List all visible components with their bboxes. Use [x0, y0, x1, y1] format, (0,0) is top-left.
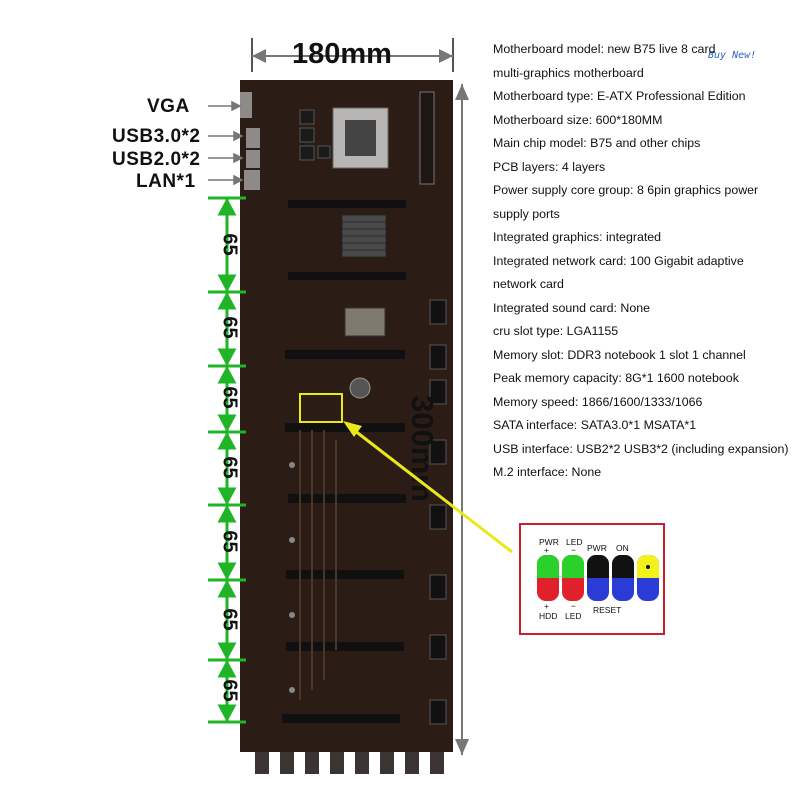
pin-label-on: ON: [616, 543, 629, 553]
spec-line: Integrated graphics: integrated: [493, 230, 662, 244]
memory-slot: [419, 91, 435, 185]
spec-line: Main chip model: B75 and other chips: [493, 136, 701, 150]
pcie-slots: [282, 200, 406, 723]
lan-label: LAN*1: [136, 171, 196, 192]
front-panel-inset: PWR LED PWR ON + − + − HDD LED RESET: [519, 523, 665, 635]
spec-line: supply ports: [493, 206, 560, 221]
spec-line: Motherboard type: E-ATX Professional Edi…: [493, 89, 746, 103]
front-panel-highlight: [299, 393, 343, 423]
bottom-power-connectors: [255, 752, 444, 774]
pin-label-pwr-sw: PWR: [587, 543, 607, 553]
spec-line: Memory slot: DDR3 notebook 1 slot 1 chan…: [493, 347, 746, 362]
spec-line: cru slot type: LGA1155: [493, 324, 619, 338]
width-label: 180mm: [292, 38, 392, 70]
rear-io-ports: [240, 92, 260, 190]
pcb-board: [240, 80, 453, 752]
pin-label-led: LED: [566, 537, 583, 547]
vga-label: VGA: [147, 96, 190, 117]
spec-line: Motherboard model: new B75 live 8 card: [493, 42, 716, 56]
spec-line: SATA interface: SATA3.0*1 MSATA*1: [493, 418, 697, 432]
pin-sign-minus-bottom: −: [571, 601, 576, 611]
spec-line: PCB layers: 4 layers: [493, 159, 606, 174]
spec-line: Integrated sound card: None: [493, 300, 651, 315]
usb3-label: USB3.0*2: [112, 126, 201, 147]
pin-label-hdd: HDD: [539, 611, 558, 621]
pcie-power-connectors: [429, 299, 447, 725]
pin-label-reset: RESET: [593, 605, 622, 615]
spec-line: Power supply core group: 8 6pin graphics…: [493, 183, 759, 197]
pin-sign-minus: −: [571, 545, 576, 555]
spec-line: Motherboard size: 600*180MM: [493, 112, 663, 127]
spec-line: network card: [493, 277, 564, 291]
spec-line: USB interface: USB2*2 USB3*2 (including …: [493, 441, 789, 456]
spec-list: Motherboard model: new B75 live 8 card m…: [493, 38, 798, 485]
spec-line: multi-graphics motherboard: [493, 65, 644, 80]
promo-label: Buy New!: [708, 50, 757, 61]
spec-line: M.2 interface: None: [493, 465, 602, 479]
spec-line: Integrated network card: 100 Gigabit ada…: [493, 253, 744, 268]
usb2-label: USB2.0*2: [112, 149, 201, 170]
pin-sign-plus-bottom: +: [544, 601, 549, 611]
pin-label-pwr: PWR: [539, 537, 559, 547]
pin-sign-plus: +: [544, 545, 549, 555]
pin-label-led-bottom: LED: [565, 611, 582, 621]
spec-line: Peak memory capacity: 8G*1 1600 notebook: [493, 371, 739, 385]
spec-line: Memory speed: 1866/1600/1333/1066: [493, 394, 703, 409]
header-pins: [537, 555, 659, 601]
